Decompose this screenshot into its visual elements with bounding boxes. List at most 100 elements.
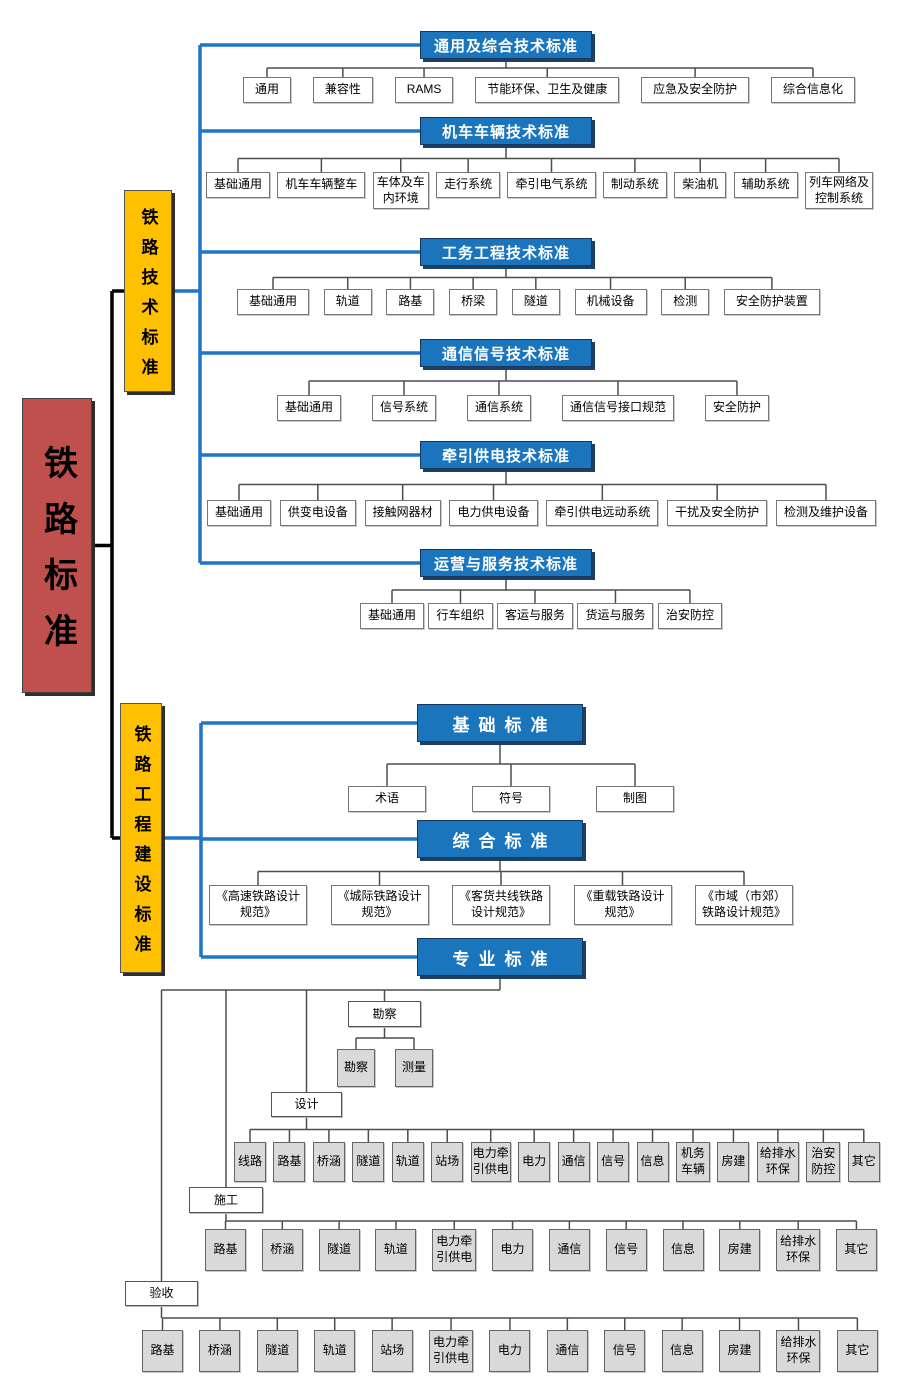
- node-box: 辅助系统: [733, 172, 798, 198]
- node-box: 基础通用: [237, 289, 310, 315]
- group-header-general-comprehensive: 通用及综合技术标准: [420, 31, 592, 59]
- group-header-communication-signal: 通信信号技术标准: [420, 339, 592, 367]
- node-box: 通信系统: [466, 395, 531, 421]
- node-box: 治安防控: [657, 603, 722, 629]
- node-box: 其它: [835, 1229, 877, 1271]
- node-box: 供变电设备: [279, 500, 356, 526]
- node-box: 货运与服务: [577, 603, 654, 629]
- node-box: 通信: [546, 1330, 588, 1372]
- group-header-traction-power: 牵引供电技术标准: [420, 441, 592, 469]
- node-box: 房建: [719, 1330, 761, 1372]
- node-box: 《市域（市郊）铁路设计规范》: [695, 885, 793, 925]
- group-header-specialty-standards: 专业标准: [417, 938, 583, 976]
- node-box: 牵引电气系统: [507, 172, 596, 198]
- node-box: 《客货共线铁路设计规范》: [452, 885, 550, 925]
- node-box: 柴油机: [674, 172, 727, 198]
- node-box: 检测及维护设备: [775, 500, 876, 526]
- branch-node-railway-construction-standards: 铁路工程建设标准: [120, 703, 162, 973]
- node-box: 桥涵: [261, 1229, 303, 1271]
- node-box: 基础通用: [360, 603, 425, 629]
- node-box: 隧道: [352, 1142, 385, 1182]
- node-box: 其它: [836, 1330, 878, 1372]
- node-box: 基础通用: [277, 395, 342, 421]
- node-box: 节能环保、卫生及健康: [475, 77, 620, 103]
- node-box: 给排水环保: [776, 1229, 821, 1271]
- node-box: 路基: [205, 1229, 246, 1271]
- node-box: 路基: [142, 1330, 183, 1372]
- node-box: 安全防护装置: [723, 289, 820, 315]
- node-box: 站场: [431, 1142, 464, 1182]
- children-row: 基础通用信号系统通信系统通信信号接口规范安全防护: [277, 395, 769, 421]
- node-box: 基础通用: [207, 500, 272, 526]
- node-box: 机务车辆: [675, 1142, 710, 1182]
- children-row: 路基桥涵隧道轨道电力牵引供电电力通信信号信息房建给排水环保其它: [205, 1229, 877, 1271]
- node-box: 治安防控: [806, 1142, 841, 1182]
- node-box: 应急及安全防护: [641, 77, 750, 103]
- node-box: 测量: [395, 1049, 433, 1087]
- node-box: 站场: [371, 1330, 413, 1372]
- node-box: 电力供电设备: [449, 500, 538, 526]
- node-box: 电力: [518, 1142, 551, 1182]
- node-box: 符号: [472, 786, 550, 812]
- node-box: 隧道: [511, 289, 560, 315]
- children-row: 基础通用轨道路基桥梁隧道机械设备检测安全防护装置: [237, 289, 820, 315]
- node-box: 线路: [234, 1142, 266, 1182]
- node-box: 电力牵引供电: [470, 1142, 511, 1182]
- node-box: 通信信号接口规范: [561, 395, 674, 421]
- node-box: 《重载铁路设计规范》: [573, 885, 672, 925]
- node-box: 信号: [597, 1142, 630, 1182]
- node-box: 信息: [636, 1142, 669, 1182]
- children-row: 基础通用行车组织客运与服务货运与服务治安防控: [360, 603, 722, 629]
- group-header-basic-standards: 基础标准: [417, 704, 583, 742]
- node-box: 电力牵引供电: [429, 1330, 474, 1372]
- node-box: 干扰及安全防护: [667, 500, 768, 526]
- node-box: 行车组织: [428, 603, 493, 629]
- node-box: 隧道: [318, 1229, 360, 1271]
- node-box: 综合信息化: [770, 77, 855, 103]
- group-header-locomotive-rollingstock: 机车车辆技术标准: [420, 117, 592, 145]
- group-header-comprehensive-standards: 综合标准: [417, 820, 583, 858]
- node-box: 轨道: [314, 1330, 356, 1372]
- node-box: 车体及车内环境: [372, 172, 429, 210]
- root-node-railway-standards: 铁路标准: [22, 398, 92, 693]
- branch-node-railway-technical-standards: 铁路技术标准: [124, 190, 172, 392]
- node-box: 信号: [604, 1330, 646, 1372]
- node-box: 轨道: [323, 289, 372, 315]
- node-box: 桥梁: [449, 289, 498, 315]
- group-header-operation-service: 运营与服务技术标准: [420, 549, 592, 577]
- node-box: 信号: [605, 1229, 647, 1271]
- node-box: 房建: [719, 1229, 761, 1271]
- node-box: 兼容性: [312, 77, 373, 103]
- node-box: 轨道: [375, 1229, 417, 1271]
- node-box: 《高速铁路设计规范》: [209, 885, 307, 925]
- node-box: 电力: [492, 1229, 534, 1271]
- children-row: 术语 符号 制图: [348, 786, 674, 812]
- phase-node-design: 设计: [271, 1092, 342, 1117]
- children-row: 基础通用供变电设备接触网器材电力供电设备牵引供电远动系统干扰及安全防护检测及维护…: [207, 500, 876, 526]
- node-box: 基础通用: [206, 172, 271, 198]
- node-box: 路基: [386, 289, 435, 315]
- node-box: 信息: [661, 1330, 703, 1372]
- node-box: 通信: [557, 1142, 590, 1182]
- group-header-track-works: 工务工程技术标准: [420, 238, 592, 266]
- node-box: 制图: [596, 786, 674, 812]
- node-box: 检测: [661, 289, 710, 315]
- node-box: 电力牵引供电: [432, 1229, 477, 1271]
- node-box: 勘察: [337, 1049, 375, 1087]
- node-box: 机械设备: [574, 289, 647, 315]
- children-row: 线路路基桥涵隧道轨道站场电力牵引供电电力通信信号信息机务车辆房建给排水环保治安防…: [234, 1142, 880, 1182]
- node-box: 安全防护: [704, 395, 769, 421]
- node-box: 牵引供电远动系统: [546, 500, 659, 526]
- node-box: 轨道: [391, 1142, 424, 1182]
- node-box: 信息: [662, 1229, 704, 1271]
- phase-node-survey: 勘察: [348, 1001, 421, 1027]
- node-box: 接触网器材: [364, 500, 441, 526]
- node-box: 桥涵: [199, 1330, 241, 1372]
- node-box: 隧道: [256, 1330, 298, 1372]
- node-box: 术语: [348, 786, 426, 812]
- node-box: 通信: [548, 1229, 590, 1271]
- node-box: 机车车辆整车: [277, 172, 366, 198]
- phase-node-construction: 施工: [189, 1187, 263, 1213]
